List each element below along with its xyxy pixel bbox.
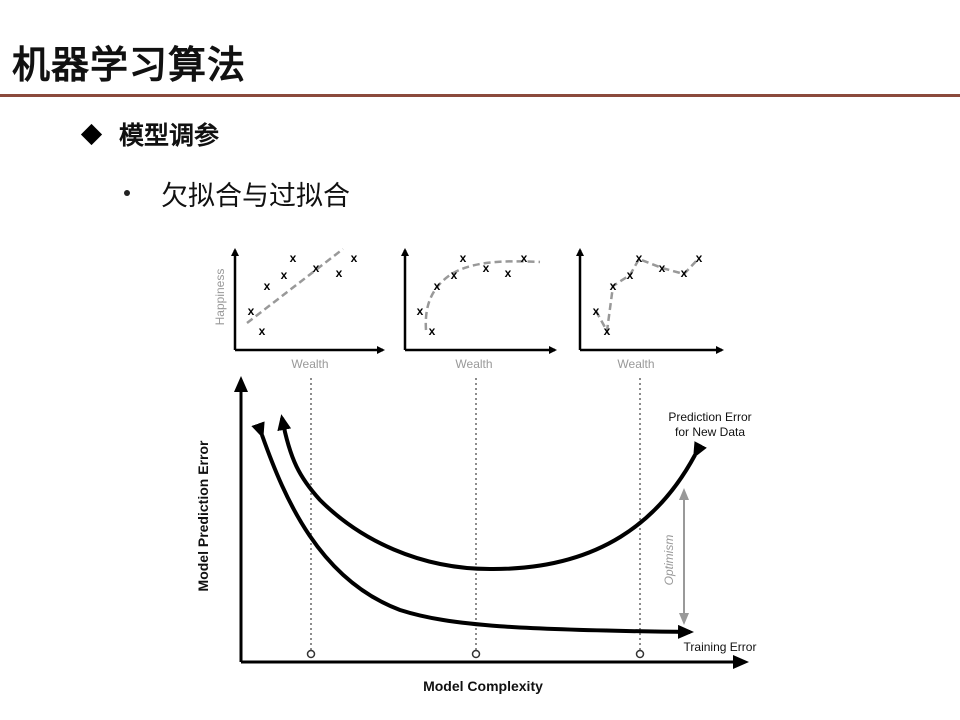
svg-text:x: x (505, 266, 512, 280)
svg-text:x: x (681, 266, 688, 280)
small-plot-underfit: xx xx xx xx Happiness Wealth (213, 248, 385, 371)
data-points: xx xx xx xx (248, 251, 358, 338)
test-error-label-line2: for New Data (675, 425, 745, 439)
bullet-level2-text: 欠拟合与过拟合 (161, 180, 350, 212)
marker-circle-icon (635, 649, 645, 659)
test-error-label-line1: Prediction Error (668, 410, 751, 424)
main-x-axis-label: Model Complexity (423, 678, 543, 694)
bullet-level1: 模型调参 (80, 116, 219, 152)
training-error-curve (251, 421, 694, 639)
svg-text:x: x (604, 324, 611, 338)
svg-text:x: x (659, 261, 666, 275)
svg-text:x: x (259, 324, 266, 338)
svg-text:x: x (290, 251, 297, 265)
marker-circle-icon (471, 649, 481, 659)
marker-circle-icon (306, 649, 316, 659)
svg-text:x: x (351, 251, 358, 265)
small-plot-good-fit: xx xx xx xx Wealth (401, 248, 557, 371)
main-error-chart: Optimism Prediction Error for New Data T… (195, 376, 757, 694)
svg-text:x: x (610, 279, 617, 293)
bullet-level1-text: 模型调参 (119, 121, 220, 150)
x-axis-label: Wealth (617, 357, 654, 371)
svg-text:x: x (429, 324, 436, 338)
svg-text:x: x (264, 279, 271, 293)
main-y-axis-label: Model Prediction Error (195, 440, 211, 591)
svg-text:x: x (460, 251, 467, 265)
svg-text:x: x (281, 268, 288, 282)
data-points: xx xx xx xx (593, 251, 703, 338)
x-axis-label: Wealth (455, 357, 492, 371)
slide-title: 机器学习算法 (12, 43, 247, 87)
test-error-curve (277, 414, 707, 572)
optimism-arrow-up-icon (679, 488, 689, 500)
training-error-label: Training Error (684, 640, 757, 654)
dot-bullet-icon (124, 190, 130, 196)
small-plot-overfit: xx xx xx xx Wealth (576, 248, 724, 371)
curve-fit-line (424, 260, 541, 331)
optimism-arrow-down-icon (679, 613, 689, 625)
svg-text:x: x (434, 279, 441, 293)
bullet-level2: 欠拟合与过拟合 (120, 174, 350, 212)
x-axis-label: Wealth (291, 357, 328, 371)
svg-text:x: x (483, 261, 490, 275)
optimism-label: Optimism (662, 535, 676, 586)
svg-text:x: x (593, 304, 600, 318)
svg-text:x: x (336, 266, 343, 280)
svg-text:x: x (417, 304, 424, 318)
svg-text:x: x (521, 251, 528, 265)
svg-text:x: x (248, 304, 255, 318)
y-axis-label: Happiness (213, 269, 227, 326)
svg-text:x: x (313, 261, 320, 275)
title-divider (0, 94, 960, 97)
svg-text:x: x (451, 268, 458, 282)
svg-text:x: x (636, 251, 643, 265)
svg-text:x: x (627, 268, 634, 282)
svg-text:x: x (696, 251, 703, 265)
linear-fit-line (246, 248, 344, 324)
data-points: xx xx xx xx (417, 251, 528, 338)
